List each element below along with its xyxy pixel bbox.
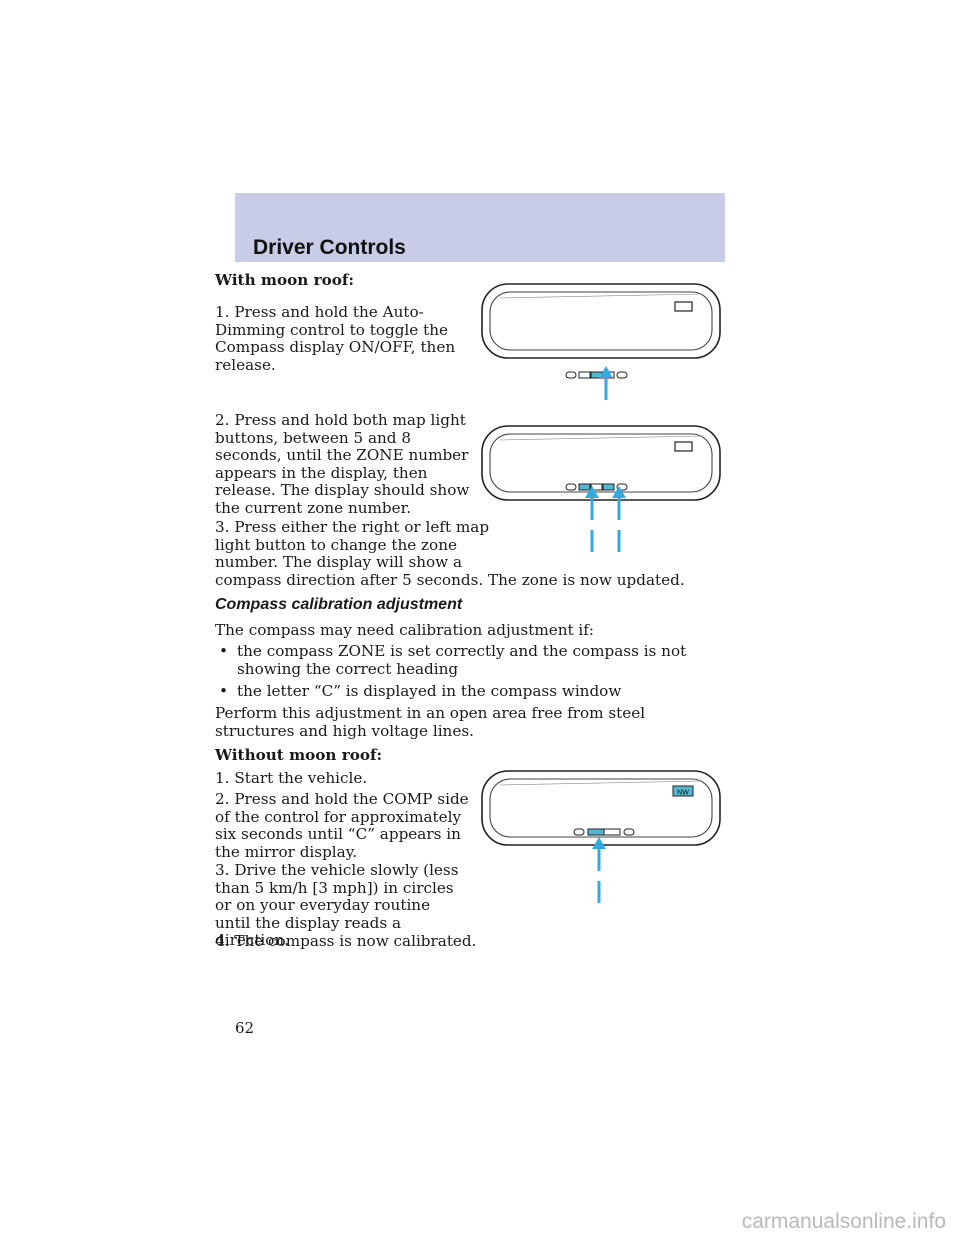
step-3-line-1: 3. Press either the right or left map (215, 518, 490, 536)
section-header-band: Driver Controls (235, 193, 725, 262)
mirror-figure-1 (481, 283, 721, 400)
mirror-figure-3: NW (481, 770, 721, 906)
compass-display-text: NW (677, 790, 689, 797)
step-2-text: 2. Press and hold both map light buttons… (215, 411, 470, 517)
step-3-text: 3. Press either the right or left map li… (215, 518, 735, 589)
moon-roof-heading: With moon roof: (215, 271, 354, 289)
calibration-subheading: Compass calibration adjustment (215, 596, 463, 613)
rearview-mirror-icon (481, 283, 721, 379)
arrow-icon-left (585, 486, 599, 558)
section-title: Driver Controls (253, 236, 406, 259)
step-1-text: 1. Press and hold the Auto-Dimming contr… (215, 303, 456, 374)
cal-step-3: 3. Drive the vehicle slowly (less than 5… (215, 861, 459, 949)
cal-step-1: 1. Start the vehicle. (215, 769, 368, 787)
mirror-figure-2 (481, 425, 721, 558)
step-3-line-3: number. The display will show a (215, 553, 463, 571)
perform-text: Perform this adjustment in an open area … (215, 704, 646, 740)
page-number: 62 (235, 1019, 255, 1037)
calibration-intro: The compass may need calibration adjustm… (215, 621, 595, 639)
step-3-line-2: light button to change the zone (215, 535, 457, 554)
no-moon-roof-heading: Without moon roof: (215, 746, 383, 764)
rearview-mirror-icon: NW (481, 770, 721, 846)
arrow-icon (592, 837, 606, 906)
bullet-dot: • (219, 682, 228, 700)
step-3-line-4: compass direction after 5 seconds. The z… (215, 570, 685, 589)
cal-step-4: 4. The compass is now calibrated. (215, 932, 477, 950)
bullet-dot: • (219, 642, 228, 660)
bullet-text-2: the letter “C” is displayed in the compa… (237, 682, 622, 700)
arrow-icon (599, 366, 613, 400)
watermark: carmanualsonline.info (741, 1210, 946, 1233)
bullet-item-2: • the letter “C” is displayed in the com… (219, 682, 727, 701)
cal-step-2: 2. Press and hold the COMP side of the c… (215, 790, 469, 861)
arrow-icon-right (612, 486, 626, 558)
rearview-mirror-icon (481, 425, 721, 501)
bullet-text-1: the compass ZONE is set correctly and th… (237, 642, 687, 678)
bullet-item-1: • the compass ZONE is set correctly and … (219, 642, 727, 678)
